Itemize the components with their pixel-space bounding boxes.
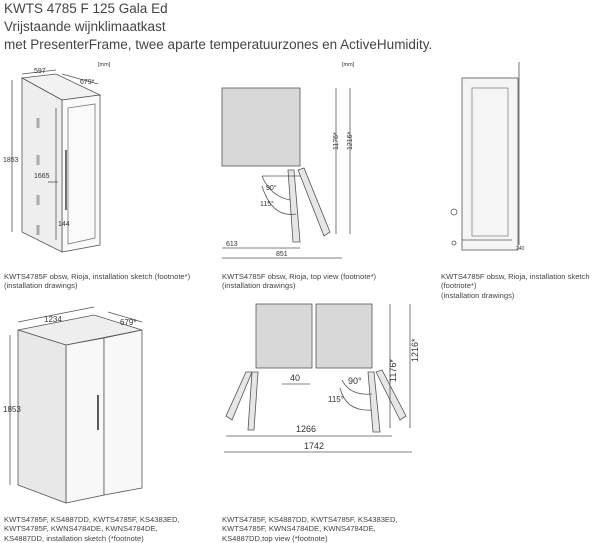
drawing-3-front-view: 240 (450, 62, 525, 252)
d5-width2-dim: 1742 (304, 441, 324, 451)
d5-angle-115: 115° (328, 395, 344, 404)
d2-angle-90: 90° (266, 184, 277, 192)
d5-door-left-a (225, 371, 253, 421)
d2-angle-115: 115° (260, 200, 274, 208)
d3-foot-icon (451, 240, 457, 246)
d5-cabinet-left (255, 303, 313, 369)
d5-cabinet-right (315, 303, 373, 369)
d5-door-left-b (247, 371, 259, 431)
drawing-4-side-by-side-sketch: 1234 679* 1853 (3, 306, 143, 504)
d5-width1-dim: 1266 (296, 424, 316, 434)
d2-depth2-dim: 1216* (347, 131, 354, 150)
d5-angle-arc-90 (341, 379, 373, 395)
d4-height-dim: 1853 (3, 405, 21, 414)
d3-handle-icon (450, 208, 458, 216)
caption-drawing-4: KWTS4785F, KS4887DD, KWTS4785F, KS4383ED… (4, 515, 180, 543)
drawing-1-installation-sketch: [mm] 597 679* 1853 1665 144 (3, 62, 111, 253)
d2-width2-dim: 851 (276, 251, 288, 258)
d5-gap-dim: 40 (290, 373, 300, 383)
d2-depth1-dim: 1176* (333, 132, 340, 150)
d1-handle-bottom-dim: 144 (58, 221, 70, 228)
drawing-2-top-view: [mm] 90° 115° 1176* 1216* 613 851 (221, 62, 355, 259)
d1-height-dim: 1853 (3, 157, 19, 164)
d3-dim: 240 (516, 246, 525, 252)
d1-handle-height-dim: 1665 (34, 173, 50, 180)
d5-angle-90: 90° (348, 376, 362, 386)
d3-cabinet (461, 77, 519, 251)
product-title: KWTS 4785 F 125 Gala Ed (4, 1, 168, 16)
d2-door-115 (297, 167, 331, 237)
d1-cabinet-side (21, 77, 63, 253)
d4-side (17, 329, 67, 504)
product-subtitle: Vrijstaande wijnklimaatkast (4, 19, 166, 34)
d2-unit-label: [mm] (342, 62, 355, 68)
caption-drawing-2: KWTS4785F obsw, Rioja, top view (footnot… (222, 272, 377, 291)
d1-width-dim: 597 (34, 68, 46, 75)
d2-angle-arc-115 (261, 185, 297, 215)
caption-drawing-1: KWTS4785F obsw, Rioja, installation sket… (4, 272, 191, 291)
d5-depth2-dim: 1216* (410, 338, 420, 362)
d5-depth1-dim: 1176* (388, 359, 398, 382)
d5-door-right-a (367, 371, 381, 433)
d2-cabinet (221, 87, 301, 167)
d1-door-glass (67, 103, 96, 245)
d2-door-90 (287, 169, 301, 243)
drawing-5-side-by-side-top-view: 40 90° 115° 1266 1742 1176* 1216* (224, 303, 420, 453)
d5-angle-arc-115 (339, 387, 373, 411)
caption-drawing-3: KWTS4785F obsw, Rioja, installation sket… (441, 272, 590, 300)
product-description: met PresenterFrame, twee aparte temperat… (4, 37, 433, 52)
d5-door-right-b (375, 369, 407, 421)
d4-front-right (103, 329, 143, 496)
d1-unit-label: [mm] (98, 62, 111, 68)
caption-drawing-5: KWTS4785F, KS4887DD, KWTS4785F, KS4383ED… (222, 515, 398, 543)
d4-width-dim: 1234 (44, 315, 62, 324)
d2-width1-dim: 613 (226, 241, 238, 248)
d4-depth-dim: 679* (120, 318, 136, 327)
d3-door-glass (471, 87, 509, 237)
d1-depth-dim: 679* (80, 79, 95, 86)
d2-angle-arc-90 (261, 175, 291, 201)
